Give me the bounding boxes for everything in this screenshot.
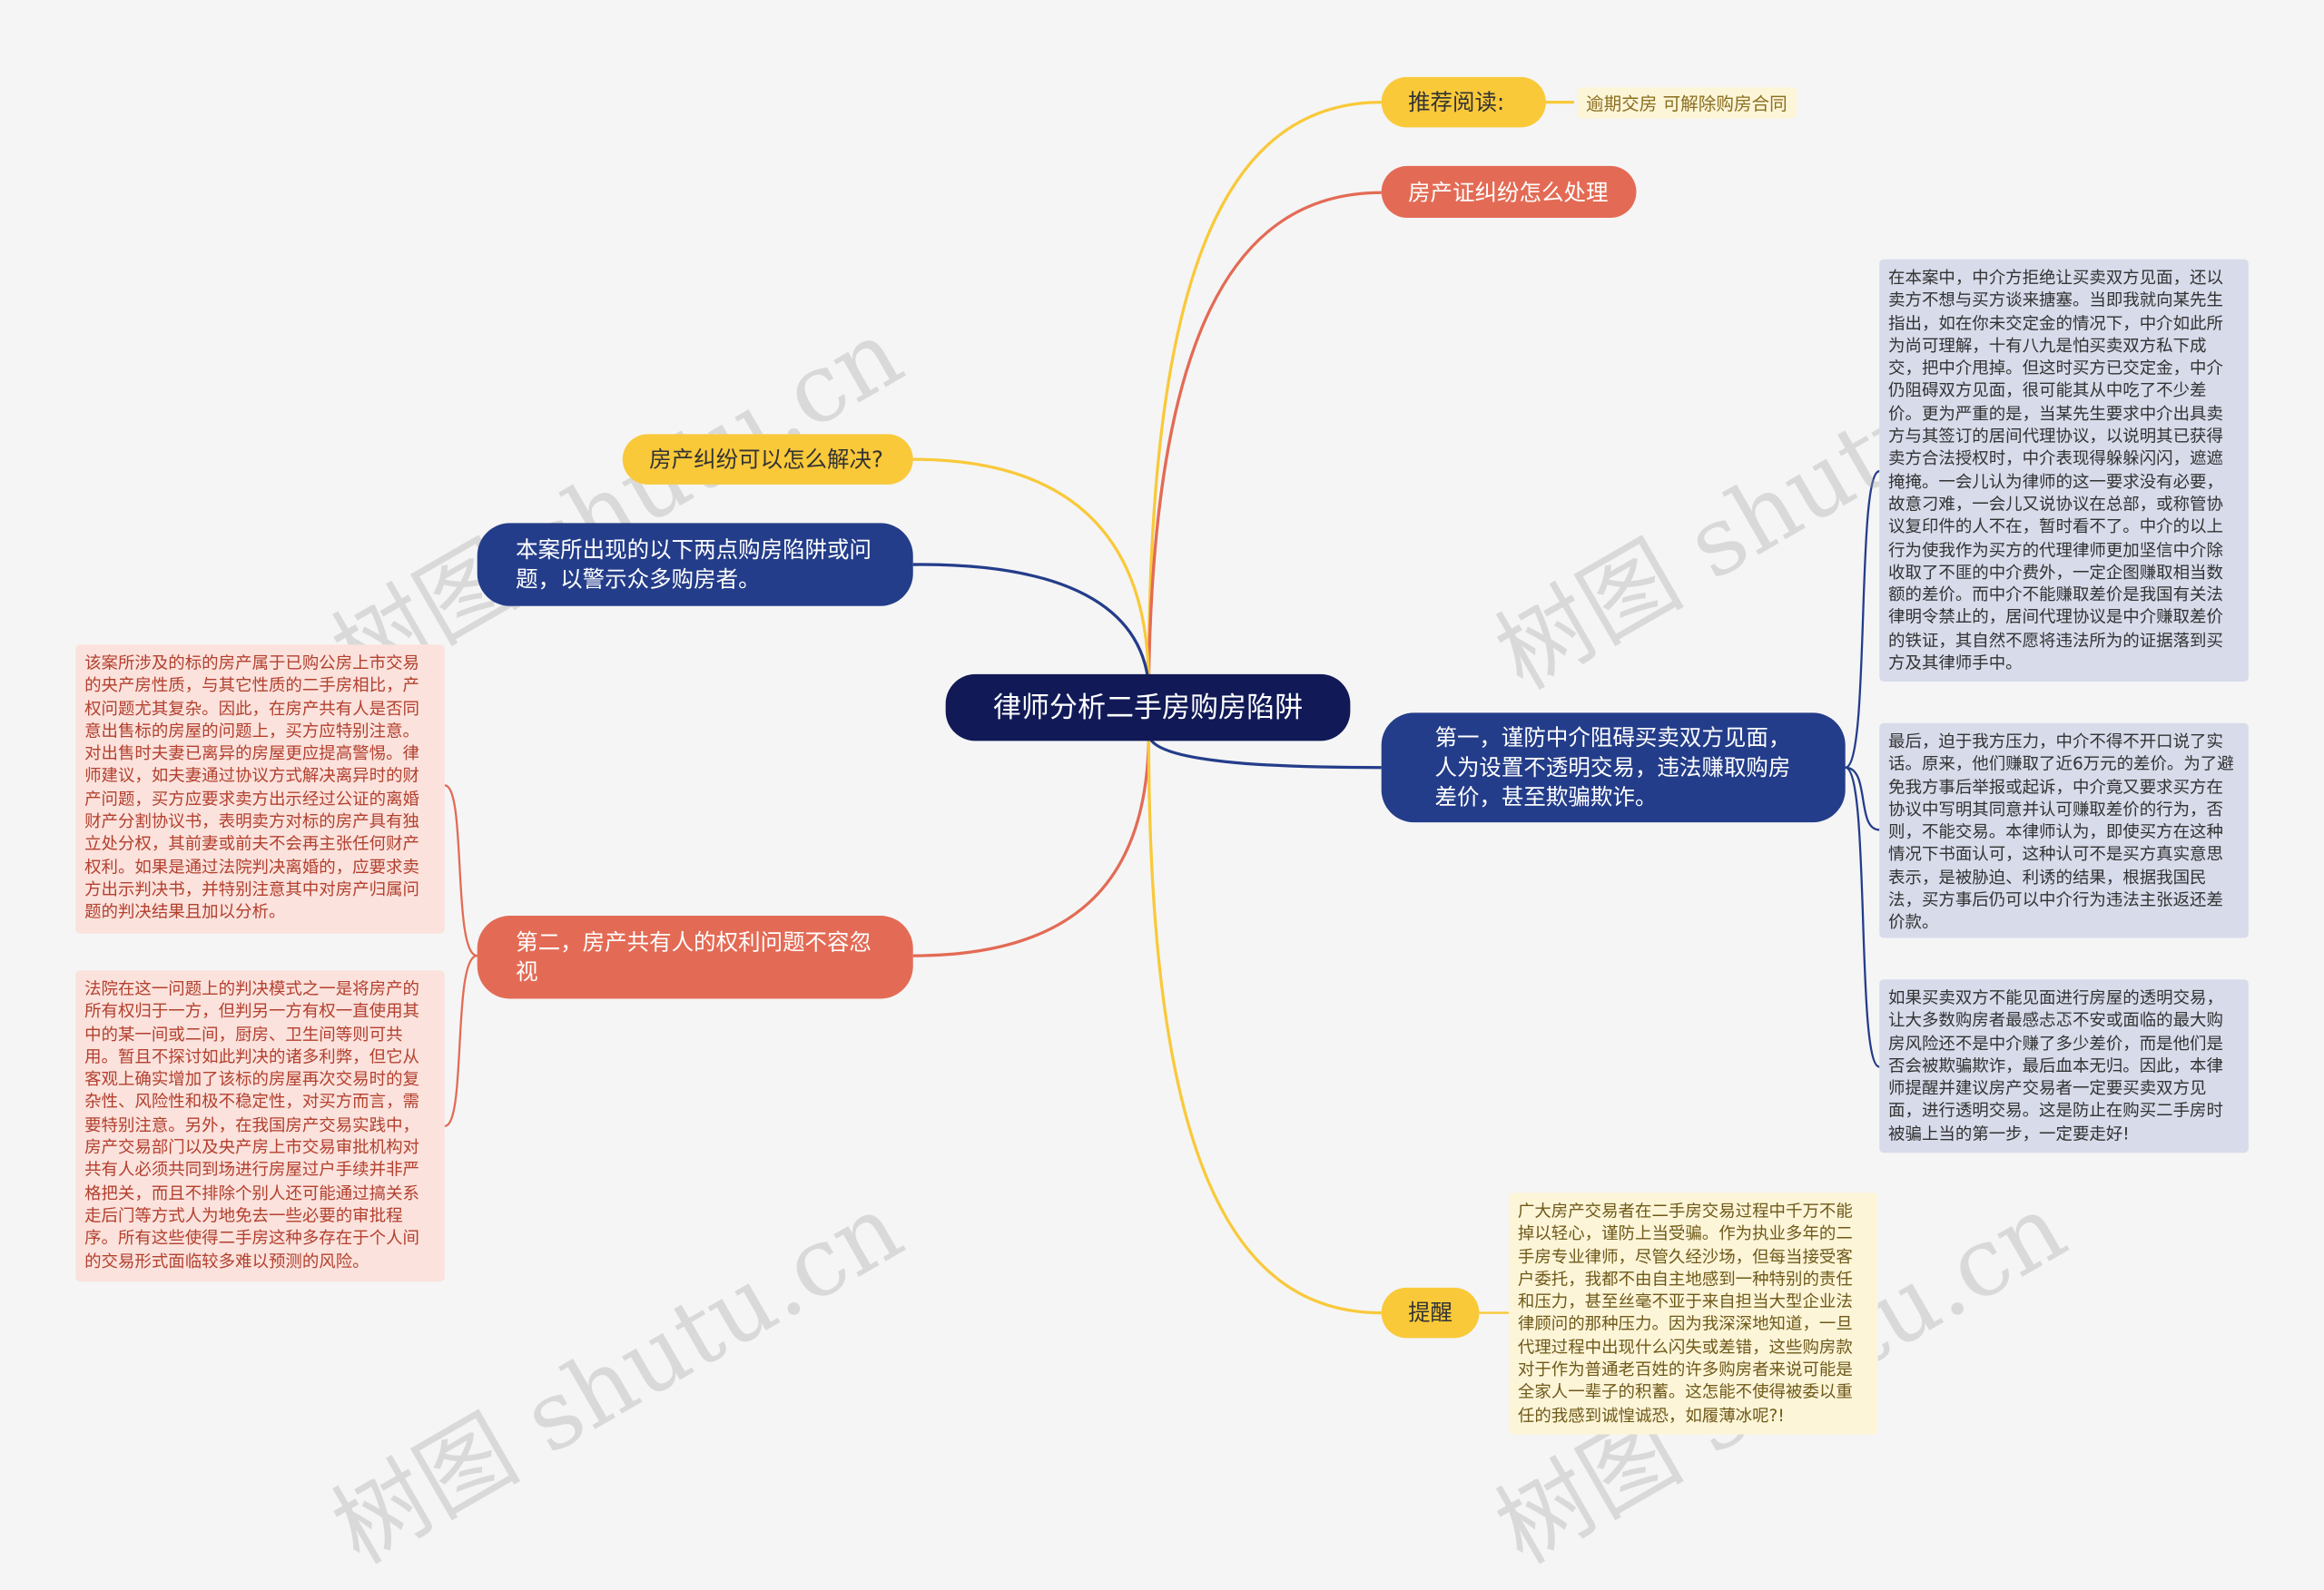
first-point-node[interactable]: 第一，谨防中介阻碍买卖双方见面，人为设置不透明交易，违法赚取购房差价，甚至欺骗欺…: [1381, 712, 1846, 823]
second-point-node[interactable]: 第二，房产共有人的权利问题不容忽视: [477, 916, 913, 999]
connector-lines: [444, 101, 1880, 1315]
case-intro-node[interactable]: 本案所出现的以下两点购房陷阱或问题，以警示众多购房者。: [477, 523, 913, 606]
recommend-node[interactable]: 推荐阅读:: [1381, 76, 1546, 128]
second-note-1: 该案所涉及的标的房产属于已购公房上市交易的央产房性质，与其它性质的二手房相比，产…: [75, 644, 445, 934]
dispute-resolve-node[interactable]: 房产纠纷可以怎么解决?: [622, 434, 913, 485]
property-cert-node[interactable]: 房产证纠纷怎么处理: [1381, 165, 1637, 219]
first-note-2: 最后，迫于我方压力，中介不得不开口说了实话。原来，他们赚取了近6万元的差价。为了…: [1879, 722, 2249, 938]
reminder-note: 广大房产交易者在二手房交易过程中千万不能掉以轻心，谨防上当受骗。作为执业多年的二…: [1509, 1192, 1878, 1435]
recommend-link[interactable]: 逾期交房 可解除购房合同: [1577, 87, 1797, 119]
first-note-3: 如果买卖双方不能见面进行房屋的透明交易，让大多数购房者最感忐忑不安或面临的最大购…: [1879, 979, 2249, 1153]
reminder-node[interactable]: 提醒: [1381, 1287, 1480, 1339]
first-note-1: 在本案中，中介方拒绝让买卖双方见面，还以卖方不想与买方谈来搪塞。当即我就向某先生…: [1879, 259, 2249, 682]
second-note-2: 法院在这一问题上的判决模式之一是将房产的所有权归于一方，但判另一方有权一直使用其…: [75, 970, 445, 1282]
mindmap-canvas: 树图 shutu.cn 树图 shutu.cn 树图 shutu.cn 树图 s…: [75, 76, 2249, 1585]
root-node[interactable]: 律师分析二手房购房陷阱: [945, 673, 1351, 741]
